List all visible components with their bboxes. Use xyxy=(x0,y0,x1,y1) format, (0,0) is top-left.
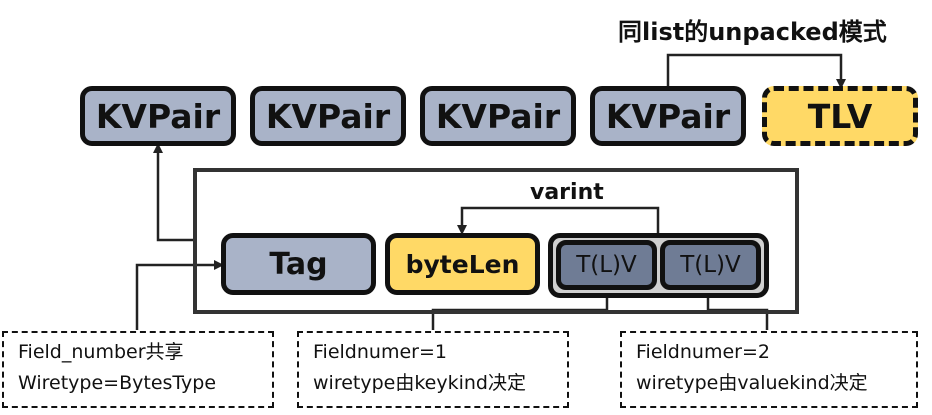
note-value-line2: wiretype由valuekind决定 xyxy=(636,372,868,394)
bytelen-box: byteLen xyxy=(385,233,540,295)
note-tag: Field_number共享 Wiretype=BytesType xyxy=(2,331,274,408)
note-key-line2: wiretype由keykind决定 xyxy=(313,372,526,394)
kvpair-box-1: KVPair xyxy=(80,86,236,146)
note-tag-line1: Field_number共享 xyxy=(18,341,184,363)
top-label: 同list的unpacked模式 xyxy=(618,18,887,46)
tag-box: Tag xyxy=(221,233,376,295)
tlv-item-2: T(L)V xyxy=(660,240,761,290)
varint-label: varint xyxy=(530,180,604,205)
note-key: Fieldnumer=1 wiretype由keykind决定 xyxy=(297,331,569,408)
tlv-item-1: T(L)V xyxy=(556,240,657,290)
note-tag-line2: Wiretype=BytesType xyxy=(18,372,217,394)
note-key-line1: Fieldnumer=1 xyxy=(313,341,447,363)
note1-arrow xyxy=(135,260,224,330)
tlv-box: TLV xyxy=(762,86,918,146)
unpacked-arrow xyxy=(666,53,846,89)
note-value-line1: Fieldnumer=2 xyxy=(636,341,770,363)
kvpair-box-2: KVPair xyxy=(250,86,406,146)
kvpair-box-3: KVPair xyxy=(420,86,576,146)
kvpair-detail-frame xyxy=(193,168,799,314)
note-value: Fieldnumer=2 wiretype由valuekind决定 xyxy=(620,331,918,408)
varint-arrow xyxy=(457,206,660,236)
tag-to-kvpair-arrow xyxy=(153,143,196,242)
kvpair-box-4: KVPair xyxy=(590,86,746,146)
